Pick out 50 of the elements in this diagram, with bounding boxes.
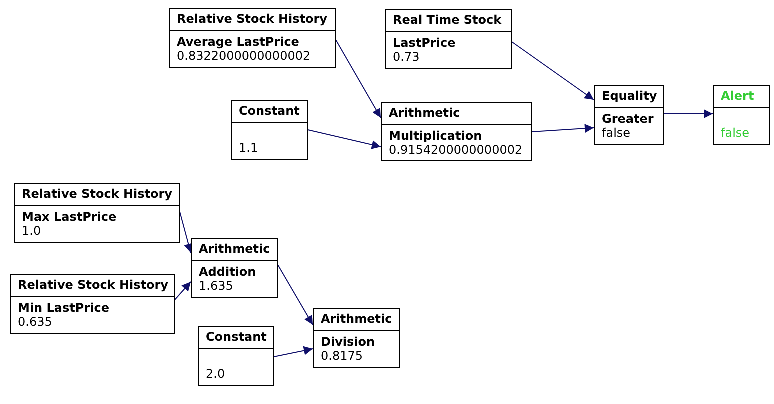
value-text: 0.8322000000000002 [177,49,312,63]
value-text: 0.8175 [321,349,364,363]
node-title: Alert [714,86,769,108]
value-text: false [721,126,751,140]
node-title: Relative Stock History [170,9,335,31]
operation-name: Min LastPrice [18,301,110,315]
value-text: 2.0 [206,367,226,381]
operation-name: Greater [602,112,655,126]
process-box [198,326,274,386]
process-box [713,85,770,145]
arrow [274,346,314,358]
node-title: Equality [595,86,663,108]
node-title: Constant [199,327,273,349]
arrow [180,212,194,254]
node-title: Relative Stock History [11,275,174,297]
arrow [278,264,314,326]
process-box [381,102,532,161]
process-box [191,238,278,298]
process-box [231,100,308,160]
operation-name: Average LastPrice [177,35,300,49]
value-text: 1.0 [22,224,42,238]
operation-name: Multiplication [389,129,484,143]
operation-name: Max LastPrice [22,210,118,224]
node-title: Arithmetic [314,309,399,331]
process-box [313,308,400,368]
node-title: Relative Stock History [15,184,179,206]
arrow [512,42,594,100]
arrow [532,124,594,134]
process-box [594,85,664,145]
operation-name: LastPrice [393,36,457,50]
value-text: 0.9154200000000002 [389,143,524,157]
node-title: Arithmetic [192,239,277,261]
arrow [336,40,382,118]
process-box [10,274,175,334]
node-title: Arithmetic [382,103,531,125]
value-text: 0.73 [393,50,421,64]
node-title: Real Time Stock [386,10,511,32]
arrow [174,282,192,300]
process-box [169,8,336,68]
process-box [385,9,512,69]
process-box [14,183,180,243]
operation-name: Division [321,335,376,349]
arrow [664,110,714,118]
value-text: 0.635 [18,315,54,329]
node-title: Constant [232,101,307,123]
operation-name: Addition [199,265,258,279]
arrow [308,130,382,150]
value-text: 1.635 [199,279,234,293]
value-text: 1.1 [239,141,260,155]
value-text: false [602,126,632,140]
